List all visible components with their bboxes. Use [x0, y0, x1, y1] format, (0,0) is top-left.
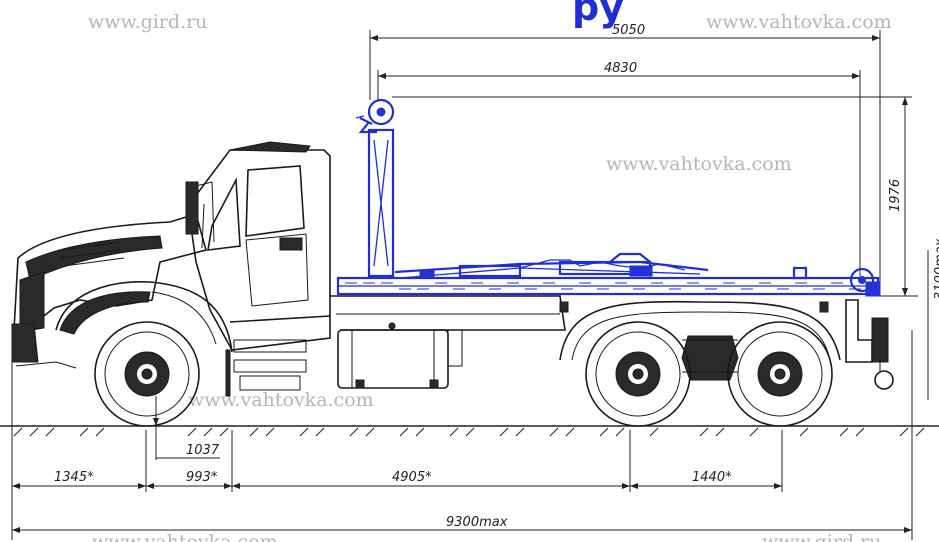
dimension-label-3100max: 3100max [933, 238, 939, 300]
dimension-label-4830: 4830 [604, 61, 637, 76]
dimension-label-9300max: 9300max [446, 515, 508, 530]
ground-line [0, 425, 939, 437]
watermark-bottom-left: www.vahtovka.com [92, 531, 278, 542]
front-wheel [94, 321, 200, 427]
rear-wheel-2 [727, 321, 833, 427]
dimension-hook-height: 1976 [392, 96, 918, 297]
dimension-top-outer: 5050 [369, 23, 881, 288]
title-fragment: ру [572, 0, 624, 29]
dimension-label-1345: 1345* [54, 470, 94, 485]
watermark-bottom-right: www.gird.ru [762, 531, 881, 542]
dimension-top-inner: 4830 [377, 61, 861, 276]
watermark-center: www.vahtovka.com [606, 153, 792, 175]
dimension-label-4905: 4905* [392, 470, 432, 485]
dimension-ground-clearance: 1037 [153, 396, 220, 460]
dimension-label-5050: 5050 [612, 23, 645, 38]
watermark-lower-left: www.vahtovka.com [188, 389, 374, 411]
dimension-side-height: 3100max [927, 238, 939, 400]
dimension-label-993: 993* [186, 470, 218, 485]
dimension-label-1976: 1976 [888, 179, 903, 212]
dimension-label-1440: 1440* [692, 470, 732, 485]
hooklift-body [336, 98, 881, 297]
dimension-chain-lower: 1345* 993* 4905* 1440* [11, 340, 783, 540]
truck-chassis [11, 141, 894, 397]
dimension-label-1037: 1037 [186, 443, 220, 458]
rear-wheel-1 [585, 321, 691, 427]
dimension-overall-length: 9300max [12, 330, 913, 540]
watermark-top-right: www.vahtovka.com [706, 11, 892, 33]
watermark-top-left: www.gird.ru [88, 11, 207, 33]
